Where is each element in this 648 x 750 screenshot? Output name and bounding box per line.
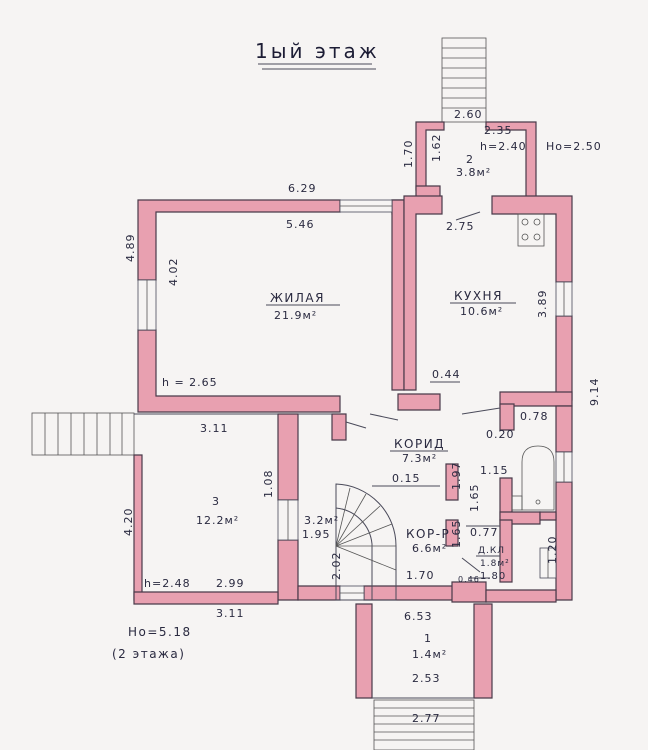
living-height: h = 2.65: [162, 376, 218, 389]
stair-area: 3.2м²: [304, 514, 339, 527]
bottom-stairs: [373, 699, 475, 750]
room3-top-width: 3.11: [200, 422, 229, 435]
dim-0-46: 0.46: [458, 575, 480, 584]
room1-number: 1: [424, 632, 432, 645]
floors-note: (2 этажа): [112, 647, 185, 661]
corridor-name: КОРИД: [394, 437, 445, 451]
dim-1-70: 1.70: [406, 569, 435, 582]
dim-1-15: 1.15: [480, 464, 509, 477]
total-height-note: Hо=5.18: [128, 625, 192, 639]
left-stairs: [31, 412, 135, 456]
dim-1-65b: 1.65: [450, 520, 463, 549]
dim-0-20: 0.20: [486, 428, 515, 441]
room3-door-dim: 1.08: [262, 470, 275, 499]
stairs-bottom-dim: 2.77: [412, 712, 441, 725]
room3-left-dim: 4.20: [122, 508, 135, 537]
dim-1-65a: 1.65: [468, 484, 481, 513]
room1-top: 6.53: [404, 610, 433, 623]
right-total-dim: 9.14: [588, 378, 601, 407]
corridor-area: 7.3м²: [402, 452, 437, 465]
dim-2-02: 2.02: [330, 552, 343, 581]
corridor2-area: 6.6м²: [412, 542, 447, 555]
dim-0-78: 0.78: [520, 410, 549, 423]
bath-area: 1.8м²: [480, 559, 510, 569]
room3-height: h=2.48: [144, 577, 191, 590]
room2-top-dim: 2.60: [454, 108, 483, 121]
kitchen-pier: 0.44: [432, 368, 461, 381]
dim-1-95: 1.95: [302, 528, 331, 541]
kitchen-area: 10.6м²: [460, 305, 503, 318]
top-stairs: [441, 37, 487, 123]
living-width: 5.46: [286, 218, 315, 231]
kitchen-name: КУХНЯ: [454, 289, 503, 303]
room1-area: 1.4м²: [412, 648, 447, 661]
plan-title: 1ый этаж: [255, 39, 380, 63]
room2-number: 2: [466, 153, 474, 166]
room3-width: 2.99: [216, 577, 245, 590]
windows: [137, 199, 573, 601]
bathtub: [521, 445, 555, 511]
room2-area: 3.8м²: [456, 166, 491, 179]
room1-width: 2.53: [412, 672, 441, 685]
spiral-staircase: [335, 483, 397, 601]
door-lines: [345, 211, 501, 579]
stove: [517, 213, 545, 247]
living-area: 21.9м²: [274, 309, 317, 322]
kitchen-width: 2.75: [446, 220, 475, 233]
dim-0-15: 0.15: [392, 472, 421, 485]
dim-1-20: 1.20: [546, 536, 559, 565]
bath-width: 1.80: [480, 571, 506, 582]
room3-bottom-dim: 3.11: [216, 607, 245, 620]
room2-outer-height: Hо=2.50: [546, 140, 602, 153]
living-depth: 4.02: [167, 258, 180, 287]
top-total-dim: 6.29: [288, 182, 317, 195]
living-left-dim: 4.89: [124, 234, 137, 263]
room3-number: 3: [212, 495, 220, 508]
room2-side-outer: 1.70: [402, 140, 415, 169]
room2-side-inner: 1.62: [430, 134, 443, 163]
dim-1-97: 1.97: [450, 462, 463, 491]
room2-inner-dim: 2.35: [484, 124, 513, 137]
room3-area: 12.2м²: [196, 514, 239, 527]
living-name: ЖИЛАЯ: [270, 291, 325, 305]
sink: [511, 495, 523, 511]
corridor2-name: КОР-Р: [406, 527, 450, 541]
kitchen-depth: 3.89: [536, 290, 549, 319]
bath-name: Д.КЛ: [478, 546, 505, 556]
room2-height: h=2.40: [480, 140, 527, 153]
walls: [133, 121, 573, 699]
dim-0-77: 0.77: [470, 526, 499, 539]
